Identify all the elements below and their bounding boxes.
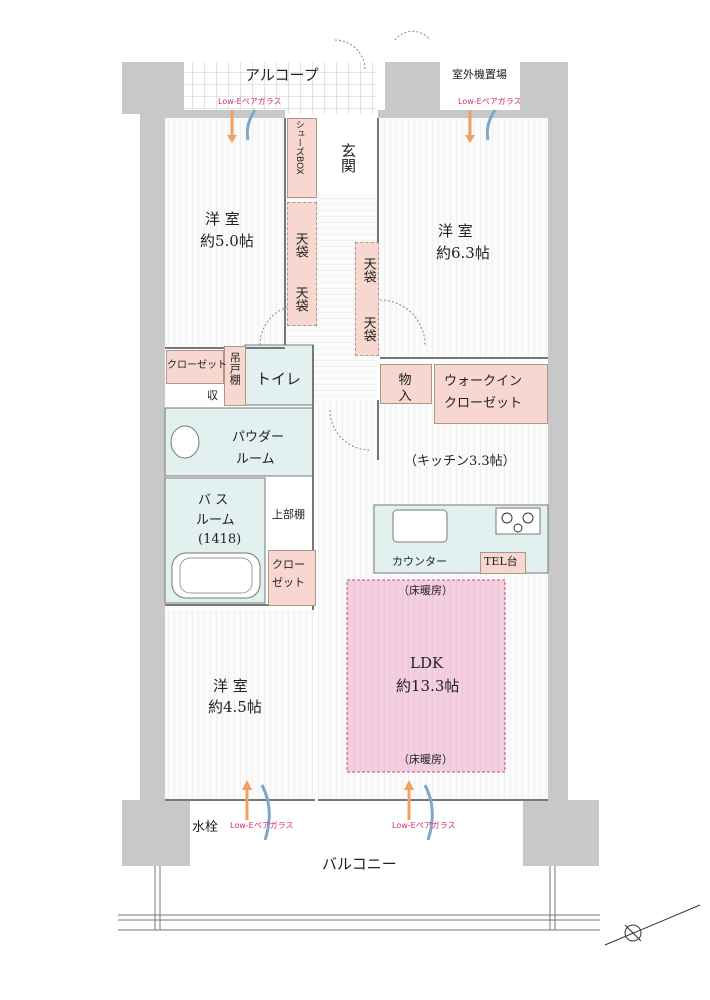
closet2-label-2: ゼット xyxy=(272,576,305,589)
tel-label: TEL台 xyxy=(484,555,518,568)
walkin-label-2: クローゼット xyxy=(444,396,523,411)
room-nw-size: 約5.0帖 xyxy=(200,232,254,250)
room-ne-floor xyxy=(380,118,548,358)
toilet-floor xyxy=(244,344,314,406)
outer-walls xyxy=(122,62,599,866)
room-sw-floor xyxy=(165,610,315,800)
closet-box-2 xyxy=(268,550,316,606)
counter-label: カウンター xyxy=(392,555,447,568)
room-sw-name: 洋 室 xyxy=(213,677,248,695)
room-nw-name: 洋 室 xyxy=(205,210,240,228)
toilet-label: トイレ xyxy=(256,370,302,388)
floor-heating xyxy=(346,579,506,773)
tenbukuro-box-1 xyxy=(287,202,317,326)
lowe-label-se: Low-Eペアガラス xyxy=(392,821,456,830)
closet-nw-label: クローゼット xyxy=(167,360,227,371)
tenbukuro-label-2: 天袋 xyxy=(292,286,308,312)
powder-label-1: パウダー xyxy=(232,430,285,445)
ldk-name: LDK xyxy=(410,654,444,672)
compass-icon xyxy=(604,904,701,946)
ldk-size: 約13.3帖 xyxy=(396,677,460,695)
tenbukuro-label-1: 天袋 xyxy=(292,232,308,258)
floor-heat-bottom: （床暖房） xyxy=(398,753,453,766)
balcony-rail xyxy=(118,866,600,931)
kitchen-label: （キッチン3.3帖） xyxy=(404,454,516,469)
balcony-label: バルコニー xyxy=(322,855,397,873)
tenbukuro-box-2 xyxy=(355,242,379,356)
entrance-label: 玄関 xyxy=(339,143,357,173)
water-tap-label: 水栓 xyxy=(192,820,219,835)
tenbukuro-label-3: 天袋 xyxy=(360,257,376,283)
powder-label-2: ルーム xyxy=(236,452,275,467)
upper-shelf-label: 上部棚 xyxy=(272,508,305,521)
room-nw-floor xyxy=(165,118,285,348)
alcove-floor xyxy=(185,62,375,114)
lowe-label-nw: Low-Eペアガラス xyxy=(218,97,282,106)
sink xyxy=(170,425,200,459)
closet-box-nw xyxy=(166,350,224,384)
bath-label-3: (1418) xyxy=(198,532,242,547)
bathtub xyxy=(171,552,261,599)
hanging-shelf-label: 吊戸棚 xyxy=(228,352,242,385)
hanging-shelf-box xyxy=(224,346,246,406)
room-ne-size: 約6.3帖 xyxy=(436,244,490,262)
walkin-box xyxy=(434,364,548,424)
lowe-label-ne: Low-Eペアガラス xyxy=(458,97,522,106)
shoe-box-label: シューズBOX xyxy=(293,120,304,175)
storage-box xyxy=(380,364,432,404)
outdoor-unit-label: 室外機置場 xyxy=(452,68,507,81)
tel-box xyxy=(480,552,526,574)
bath-label-2: ルーム xyxy=(196,513,235,528)
walkin-label-1: ウォークイン xyxy=(444,374,523,389)
shoe-box xyxy=(287,118,317,198)
floor-heat-top: （床暖房） xyxy=(398,584,453,597)
tenbukuro-label-4: 天袋 xyxy=(360,316,376,342)
closet2-label-1: クロー xyxy=(272,558,305,571)
alcove-label: アルコープ xyxy=(245,66,319,84)
storage-label: 物入 xyxy=(398,373,412,404)
ventilation-arrows xyxy=(227,109,497,841)
kitchen-sink xyxy=(392,509,448,543)
room-sw-size: 約4.5帖 xyxy=(208,698,262,716)
door-swings xyxy=(259,30,431,451)
lowe-label-sw: Low-Eペアガラス xyxy=(230,821,294,830)
storage-short-label: 収 xyxy=(207,389,218,402)
bath-label-1: バ ス xyxy=(198,493,229,508)
room-ne-name: 洋 室 xyxy=(438,222,473,240)
